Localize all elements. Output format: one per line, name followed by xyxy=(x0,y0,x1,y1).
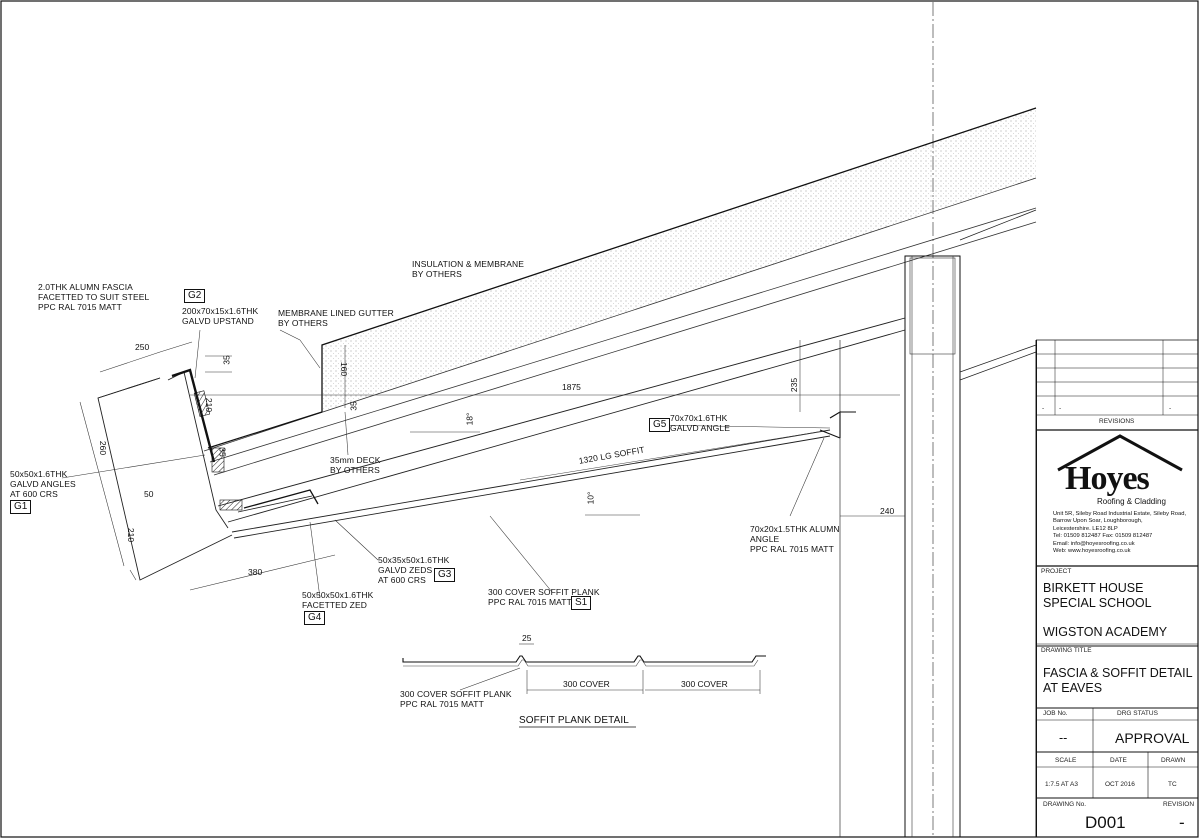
dim-260: 260 xyxy=(98,440,109,456)
soffit-dim-line xyxy=(519,429,831,481)
dim-35b: 35 xyxy=(217,447,228,457)
drawing-no-label: DRAWING No. xyxy=(1043,801,1087,808)
dim-300-cover-2: 300 COVER xyxy=(681,679,728,689)
zeds-label: 50x35x50x1.6THK GALVD ZEDS AT 600 CRS xyxy=(378,555,450,585)
drawing-title-label: DRAWING TITLE xyxy=(1041,647,1092,654)
plank-dims xyxy=(459,643,761,694)
scale-label: SCALE xyxy=(1055,757,1077,764)
facetted-zed-label: 50x50x50x1.6THK FACETTED ZED xyxy=(302,590,374,610)
fascia-hatch-top xyxy=(193,390,211,417)
fascia-label: 2.0THK ALUMN FASCIA FACETTED TO SUIT STE… xyxy=(38,282,150,312)
leader-lines xyxy=(61,329,831,599)
membrane-gutter-label: MEMBRANE LINED GUTTER BY OTHERS xyxy=(278,308,394,328)
fascia-inner xyxy=(167,371,229,529)
dim-35a: 35 xyxy=(221,355,232,365)
logo-subtitle: Roofing & Cladding xyxy=(1097,497,1166,506)
revisions-label: REVISIONS xyxy=(1099,418,1135,425)
insulation-layer xyxy=(322,108,1036,412)
drg-status-label: DRG STATUS xyxy=(1117,710,1158,717)
upstand xyxy=(171,368,216,463)
galvd-angle-label: 70x70x1.6THK GALVD ANGLE xyxy=(670,413,730,433)
insulation-bottom xyxy=(203,177,1037,452)
dim-300-cover-1: 300 COVER xyxy=(563,679,610,689)
job-value: -- xyxy=(1059,731,1068,745)
dim-50: 50 xyxy=(144,489,154,499)
upstand-label: 200x70x15x1.6THK GALVD UPSTAND xyxy=(182,306,259,326)
project-label: PROJECT xyxy=(1041,568,1072,575)
drawing-title-line-1: FASCIA & SOFFIT DETAIL xyxy=(1043,666,1193,680)
dim-380: 380 xyxy=(248,567,263,577)
project-line-2: SPECIAL SCHOOL xyxy=(1043,596,1152,610)
rev-dash-1: - xyxy=(1042,405,1045,412)
rev-dash-2: - xyxy=(1059,405,1062,412)
alumn-angle-label: 70x20x1.5THK ALUMN ANGLE PPC RAL 7015 MA… xyxy=(750,524,840,554)
deck-label: 35mm DECK BY OTHERS xyxy=(330,455,381,475)
plank-profile xyxy=(402,655,766,663)
dimensions xyxy=(79,340,905,591)
rafter-bottom xyxy=(227,329,906,523)
dim-1875: 1875 xyxy=(562,382,581,392)
dim-160: 160 xyxy=(339,361,350,377)
facetted-zed xyxy=(243,489,319,509)
angle-18: 18° xyxy=(464,412,475,426)
project-line-1: BIRKETT HOUSE xyxy=(1043,581,1144,595)
tag-g1: G1 xyxy=(10,500,32,514)
drawn-value: TC xyxy=(1168,781,1177,788)
soffit-bottom xyxy=(233,435,831,539)
logo-roof-icon xyxy=(1057,434,1183,472)
dim-250: 250 xyxy=(135,342,150,352)
angle-10: 10° xyxy=(585,491,596,505)
drawing-no-value: D001 xyxy=(1085,813,1126,832)
revision-label: REVISION xyxy=(1163,801,1195,808)
galvd-zeds xyxy=(237,495,313,513)
job-label: JOB No. xyxy=(1043,710,1068,717)
tag-g5: G5 xyxy=(649,418,671,432)
dim-25: 25 xyxy=(522,633,532,643)
tag-s1: S1 xyxy=(571,596,592,610)
logo-text: Hoyes xyxy=(1065,460,1150,497)
date-label: DATE xyxy=(1110,757,1127,764)
plank-detail-title: SOFFIT PLANK DETAIL xyxy=(519,715,629,726)
soffit-plank-label: 300 COVER SOFFIT PLANK PPC RAL 7015 MATT xyxy=(488,587,600,607)
dim-210a: 210 xyxy=(204,397,215,413)
tag-g3: G3 xyxy=(434,568,456,582)
dim-235: 235 xyxy=(789,377,800,393)
tag-g4: G4 xyxy=(304,611,326,625)
roof-top-line xyxy=(321,107,1037,412)
drawn-label: DRAWN xyxy=(1161,757,1186,764)
gutter-hatch xyxy=(211,447,225,473)
deck-top xyxy=(209,207,1037,463)
title-block: - - - REVISIONS Hoyes Roofing & Cladding… xyxy=(1036,340,1199,837)
rev-dash-3: - xyxy=(1169,405,1172,412)
drg-status-value: APPROVAL xyxy=(1115,730,1190,746)
dim-240: 240 xyxy=(880,506,895,516)
column-cap xyxy=(909,257,956,355)
project-line-3: WIGSTON ACADEMY xyxy=(1043,625,1168,639)
plank-profile-inner xyxy=(403,659,759,667)
angles-label: 50x50x1.6THK GALVD ANGLES AT 600 CRS xyxy=(10,469,76,499)
scale-value: 1:7.5 AT A3 xyxy=(1045,781,1079,788)
zed-hatch xyxy=(219,499,243,511)
revision-value: - xyxy=(1179,813,1185,832)
date-value: OCT 2016 xyxy=(1105,781,1135,788)
dim-210b: 210 xyxy=(126,527,137,543)
soffit-top xyxy=(231,429,831,533)
company-address: Unit 5R, Sileby Road Industrial Estate, … xyxy=(1053,511,1187,555)
deck-bottom xyxy=(213,221,1037,476)
tag-g2: G2 xyxy=(184,289,206,303)
gutter-line xyxy=(207,411,323,449)
steel-column xyxy=(904,255,961,838)
rafter-top xyxy=(217,317,906,507)
drawing-title-line-2: AT EAVES xyxy=(1043,681,1103,695)
insulation-label: INSULATION & MEMBRANE BY OTHERS xyxy=(412,259,524,279)
plank-detail-label: 300 COVER SOFFIT PLANK PPC RAL 7015 MATT xyxy=(400,689,512,709)
dim-35c: 35 xyxy=(348,401,359,411)
